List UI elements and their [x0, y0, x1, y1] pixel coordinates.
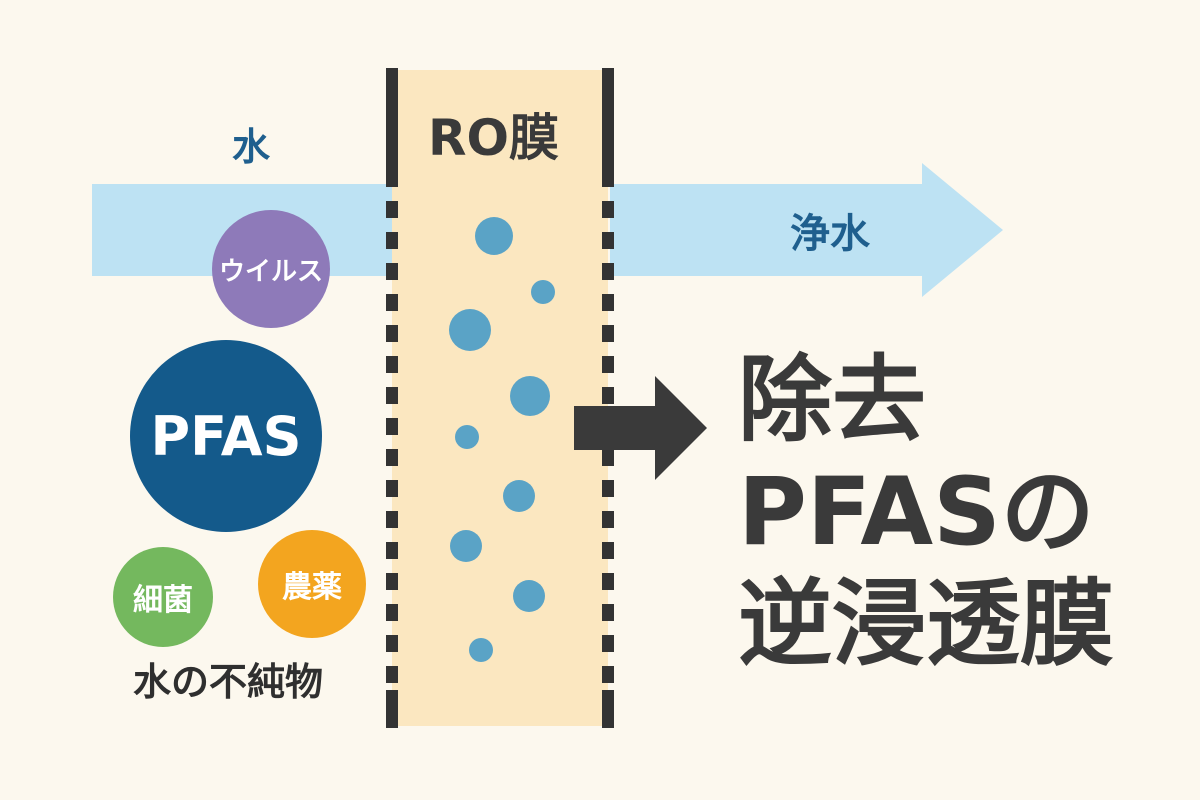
headline-line-1: 除去	[738, 346, 927, 455]
pesticide-circle: 農薬	[258, 530, 366, 638]
water-droplet-icon	[475, 217, 513, 255]
impurities-label: 水の不純物	[133, 660, 324, 704]
clean-water-label: 浄水	[790, 211, 870, 257]
headline-line-2: PFASの	[738, 458, 1095, 567]
pfas-label: PFAS	[150, 404, 302, 468]
clean-water-arrow	[610, 163, 1003, 297]
water-droplet-icon	[503, 480, 535, 512]
ro-membrane-label: RO膜	[428, 109, 560, 167]
water-droplet-icon	[513, 580, 545, 612]
water-droplet-icon	[450, 530, 482, 562]
water-droplet-icon	[510, 376, 550, 416]
water-label: 水	[232, 125, 271, 169]
bacteria-label: 細菌	[133, 583, 193, 618]
water-droplet-icon	[449, 309, 491, 351]
pfas-circle: PFAS	[130, 340, 322, 532]
virus-label: ウイルス	[218, 256, 323, 287]
water-droplet-icon	[455, 425, 479, 449]
bacteria-circle: 細菌	[113, 547, 213, 647]
arrow-right-icon	[574, 376, 707, 480]
virus-circle: ウイルス	[212, 210, 330, 328]
headline-line-3: 逆浸透膜	[738, 570, 1115, 679]
headline: 除去 PFASの 逆浸透膜	[738, 345, 1114, 681]
water-droplets	[449, 217, 555, 662]
ro-membrane	[392, 70, 608, 726]
water-droplet-icon	[531, 280, 555, 304]
water-droplet-icon	[469, 638, 493, 662]
pesticide-label: 農薬	[282, 570, 342, 605]
